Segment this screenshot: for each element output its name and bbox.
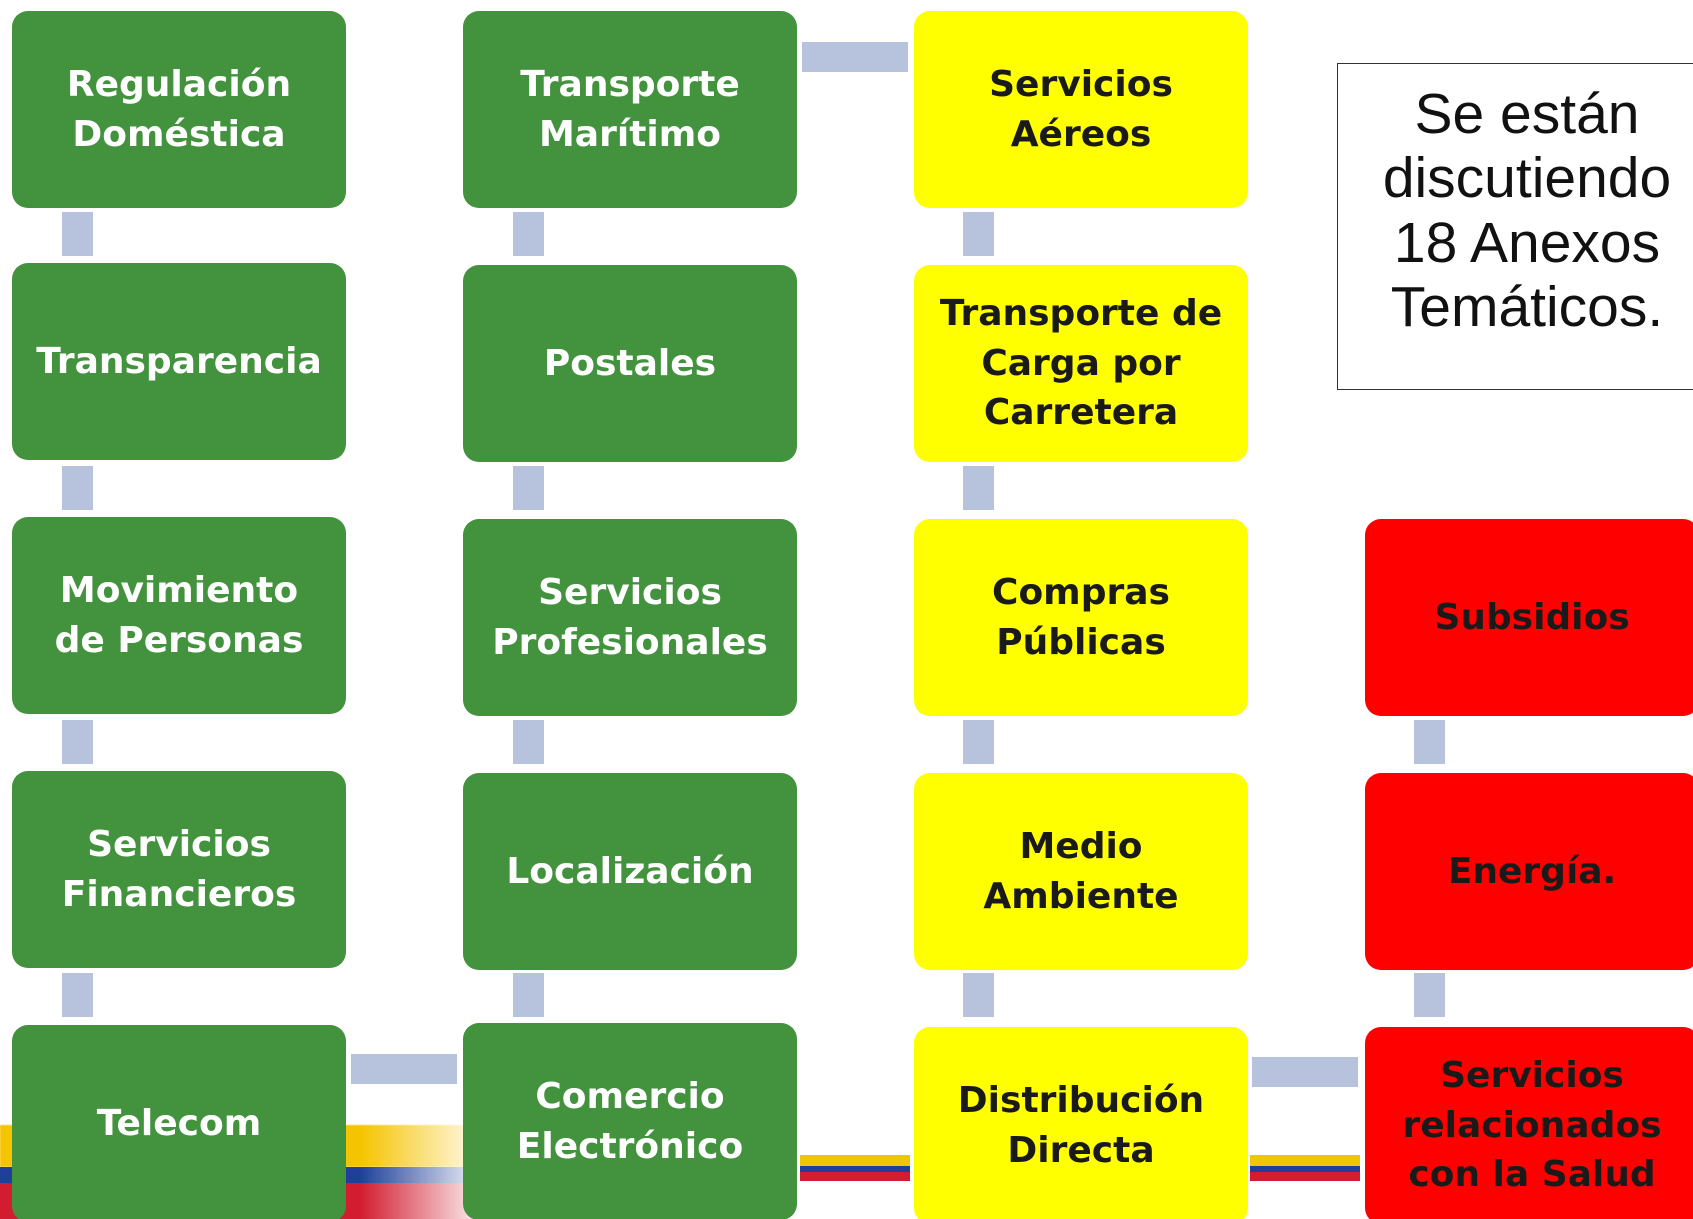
connector bbox=[62, 973, 93, 1017]
annex-box-transporte-de-carga: Transporte de Carga por Carretera bbox=[914, 265, 1248, 462]
connector bbox=[963, 973, 994, 1017]
annex-label: Energía. bbox=[1447, 850, 1617, 892]
annex-label: Transparencia bbox=[36, 340, 322, 382]
annex-label: Servicios Profesionales bbox=[492, 571, 768, 663]
annex-box-comercio-electronico: Comercio Electrónico bbox=[463, 1023, 797, 1219]
connector bbox=[802, 42, 908, 72]
annex-label: Comercio Electrónico bbox=[516, 1075, 744, 1167]
annex-label: Regulación Doméstica bbox=[66, 63, 292, 155]
connector bbox=[351, 1054, 457, 1084]
annex-box-servicios-financieros: Servicios Financieros bbox=[12, 771, 346, 968]
annex-label: Transporte de Carga por Carretera bbox=[939, 292, 1223, 434]
connector bbox=[513, 973, 544, 1017]
connector bbox=[62, 720, 93, 764]
annex-label: Compras Públicas bbox=[992, 571, 1170, 663]
annex-count-note: Se están discutiendo 18 Anexos Temáticos… bbox=[1337, 63, 1693, 390]
annex-box-movimiento-de-personas: Movimiento de Personas bbox=[12, 517, 346, 714]
annex-label: Postales bbox=[543, 342, 717, 384]
connector bbox=[513, 466, 544, 510]
connector bbox=[1252, 1057, 1358, 1087]
connector bbox=[963, 212, 994, 256]
annex-label: Medio Ambiente bbox=[983, 825, 1179, 917]
annex-label: Localización bbox=[506, 850, 754, 892]
flag-mini-stripe bbox=[1250, 1155, 1360, 1181]
connector bbox=[513, 212, 544, 256]
annex-label: Servicios relacionados con la Salud bbox=[1402, 1054, 1662, 1196]
connector bbox=[963, 720, 994, 764]
annex-label: Servicios Aéreos bbox=[989, 63, 1173, 155]
annex-box-transparencia: Transparencia bbox=[12, 263, 346, 460]
annex-box-regulacion-domestica: Regulación Doméstica bbox=[12, 11, 346, 208]
connector bbox=[62, 212, 93, 256]
annex-box-compras-publicas: Compras Públicas bbox=[914, 519, 1248, 716]
annex-box-localizacion: Localización bbox=[463, 773, 797, 970]
annex-box-postales: Postales bbox=[463, 265, 797, 462]
annex-label: Telecom bbox=[96, 1102, 262, 1144]
annex-label: Transporte Marítimo bbox=[520, 63, 740, 155]
annex-box-servicios-aereos: Servicios Aéreos bbox=[914, 11, 1248, 208]
annex-box-subsidios: Subsidios bbox=[1365, 519, 1693, 716]
annex-label: Distribución Directa bbox=[957, 1079, 1205, 1171]
annex-box-energia: Energía. bbox=[1365, 773, 1693, 970]
annex-box-servicios-profesionales: Servicios Profesionales bbox=[463, 519, 797, 716]
connector bbox=[1414, 973, 1445, 1017]
connector bbox=[1414, 720, 1445, 764]
annex-label: Subsidios bbox=[1434, 596, 1630, 638]
annex-box-transporte-maritimo: Transporte Marítimo bbox=[463, 11, 797, 208]
annex-box-distribucion-directa: Distribución Directa bbox=[914, 1027, 1248, 1219]
connector bbox=[513, 720, 544, 764]
annex-label: Servicios Financieros bbox=[61, 823, 297, 915]
annex-box-servicios-salud: Servicios relacionados con la Salud bbox=[1365, 1027, 1693, 1219]
connector bbox=[62, 466, 93, 510]
connector bbox=[963, 466, 994, 510]
annex-label: Movimiento de Personas bbox=[54, 569, 304, 661]
flag-mini-stripe bbox=[800, 1155, 910, 1181]
annex-box-medio-ambiente: Medio Ambiente bbox=[914, 773, 1248, 970]
annex-box-telecom: Telecom bbox=[12, 1025, 346, 1219]
